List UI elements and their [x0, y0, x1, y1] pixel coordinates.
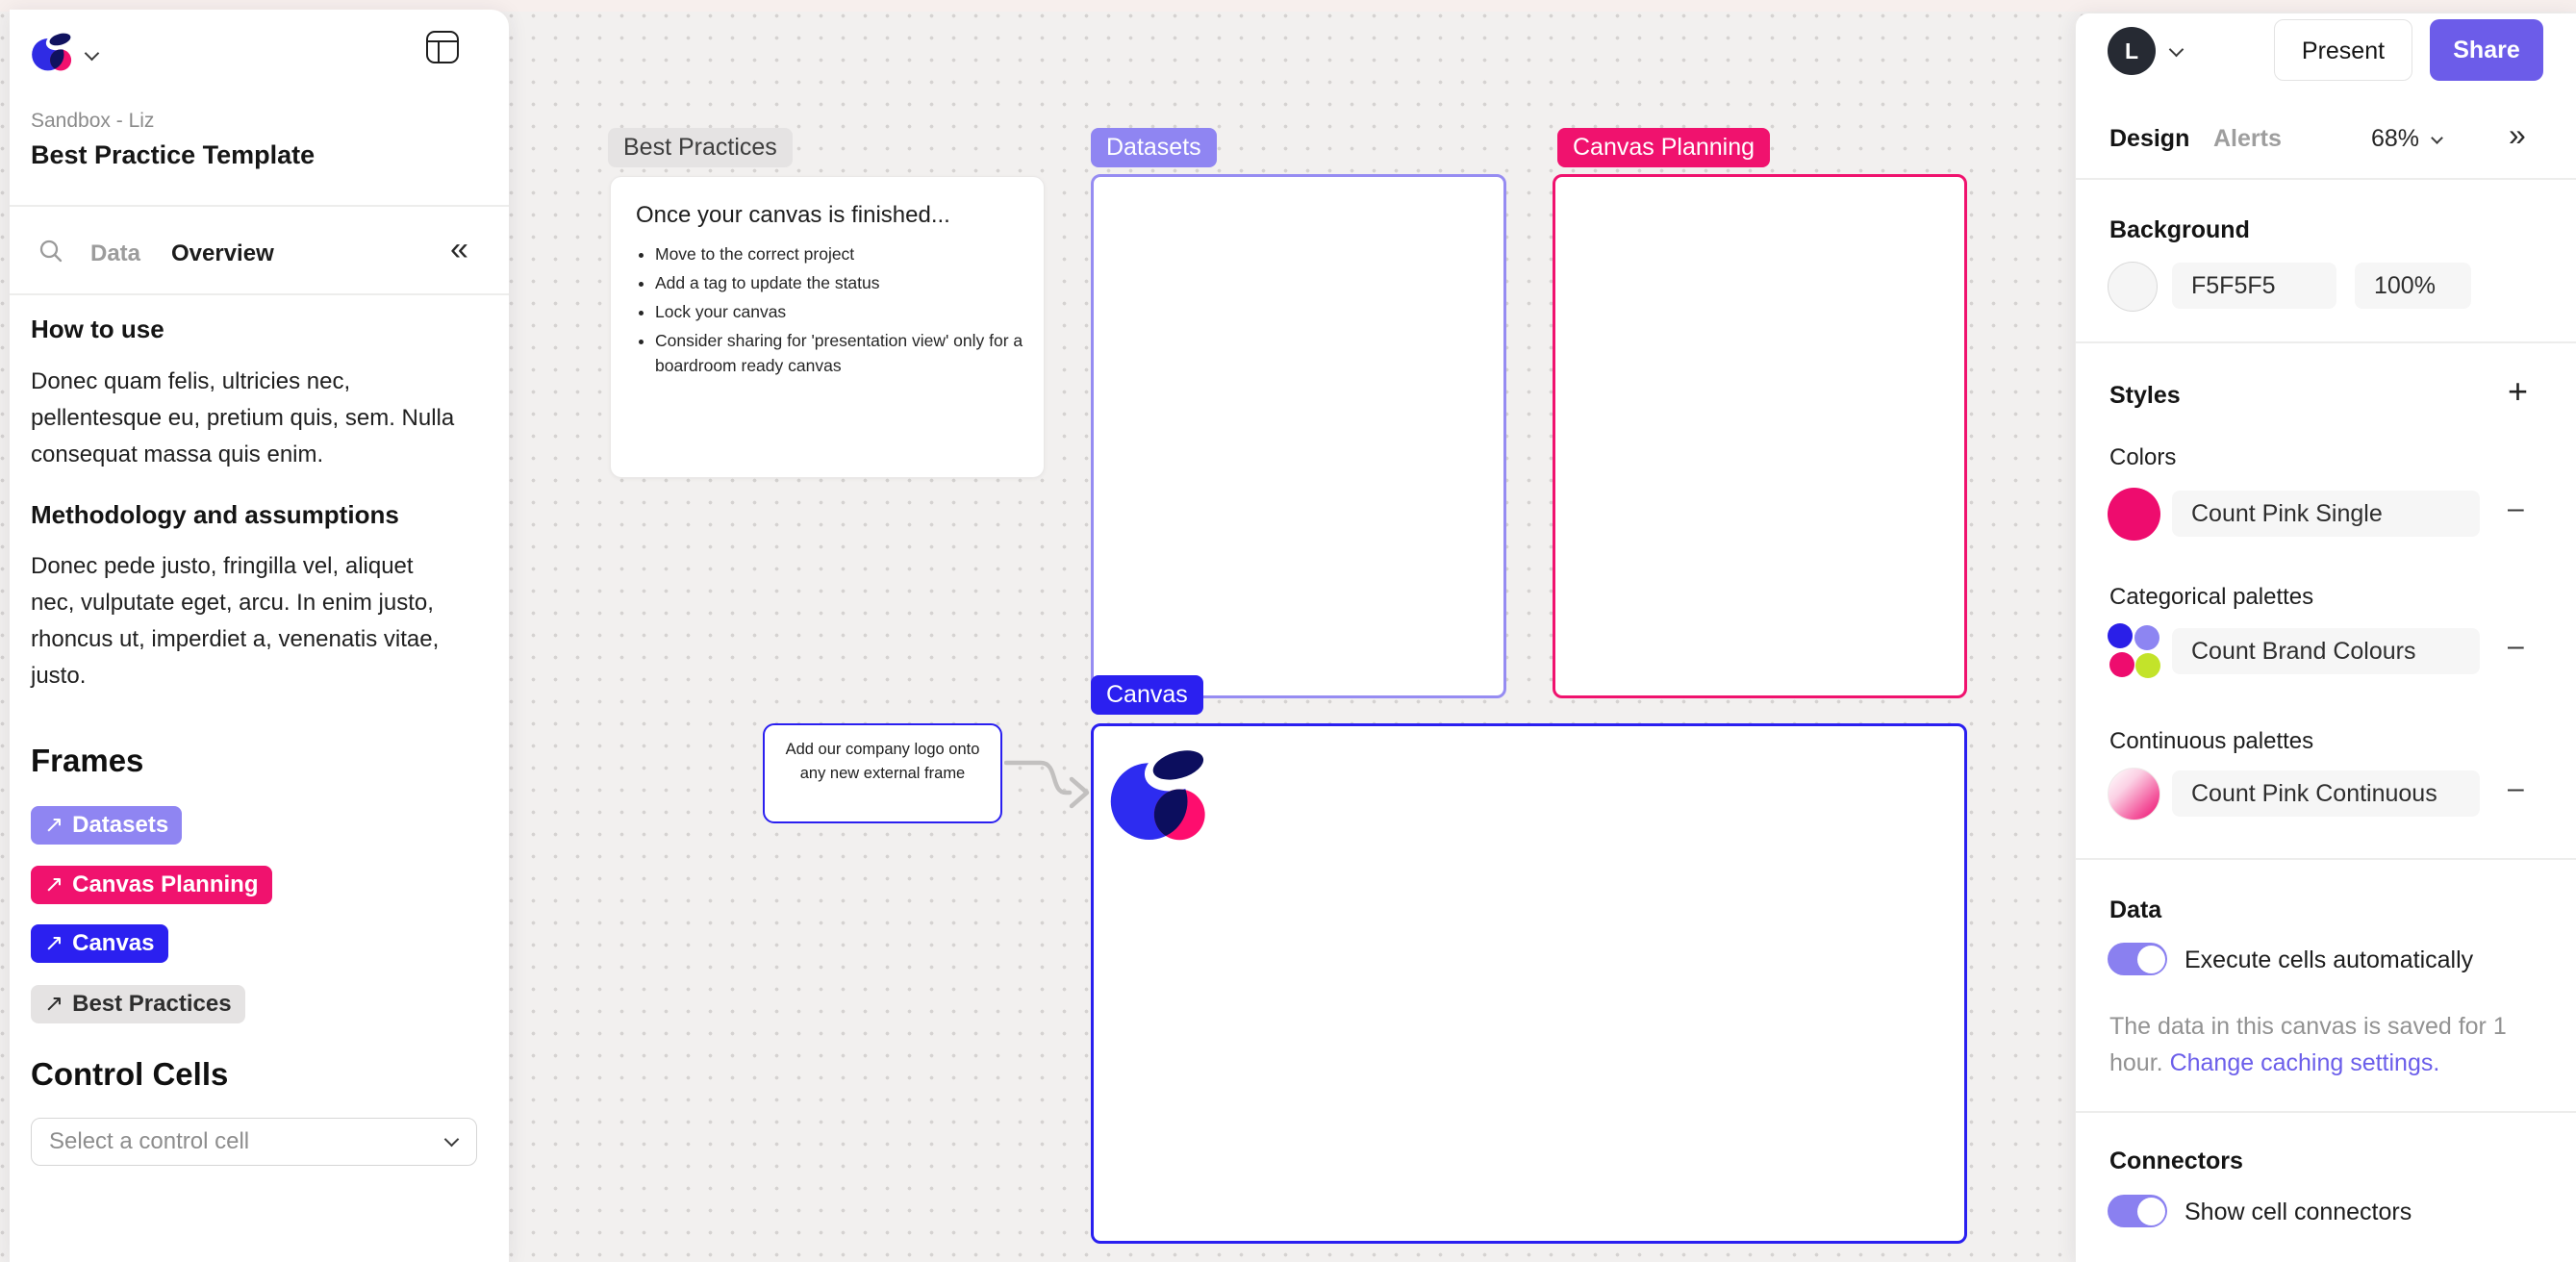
categorical-palette-swatch[interactable]	[2108, 623, 2161, 679]
chevron-down-icon	[2431, 132, 2443, 144]
card-bullet: Add a tag to update the status	[655, 270, 1024, 295]
frame-datasets[interactable]	[1091, 174, 1506, 698]
card-bullet-list: Move to the correct project Add a tag to…	[611, 241, 1024, 378]
control-cell-select[interactable]: Select a control cell	[31, 1118, 477, 1166]
change-caching-link[interactable]: Change caching settings.	[2169, 1049, 2440, 1076]
section-body: Donec pede justo, fringilla vel, aliquet…	[31, 553, 440, 689]
add-style-button[interactable]: +	[2508, 371, 2529, 411]
search-icon[interactable]	[38, 239, 63, 264]
styles-heading: Styles	[2109, 382, 2181, 409]
card-bullet: Lock your canvas	[655, 299, 1024, 324]
avatar[interactable]: L	[2108, 27, 2156, 75]
categorical-palettes-label: Categorical palettes	[2109, 584, 2314, 610]
card-bullet: Move to the correct project	[655, 241, 1024, 266]
frame-label-best-practices[interactable]: Best Practices	[608, 128, 793, 167]
execute-cells-toggle[interactable]	[2108, 943, 2167, 975]
data-heading: Data	[2109, 896, 2162, 923]
remove-palette-button[interactable]: –	[2508, 630, 2524, 662]
workspace-logo-menu[interactable]	[31, 31, 75, 75]
single-color-name-field[interactable]: Count Pink Single	[2172, 491, 2480, 537]
categorical-palette-name-field[interactable]: Count Brand Colours	[2172, 628, 2480, 674]
divider	[10, 293, 509, 295]
control-cell-placeholder: Select a control cell	[49, 1128, 250, 1154]
present-button[interactable]: Present	[2274, 19, 2412, 81]
single-color-swatch[interactable]	[2108, 488, 2160, 541]
frame-link-datasets[interactable]: ↗Datasets	[31, 806, 183, 845]
background-heading: Background	[2109, 216, 2250, 243]
colors-label: Colors	[2109, 444, 2177, 470]
external-link-icon: ↗	[44, 991, 64, 1017]
chevron-down-icon[interactable]	[84, 45, 100, 62]
remove-palette-button[interactable]: –	[2508, 772, 2524, 804]
control-cells-heading: Control Cells	[31, 1056, 229, 1092]
layout-panels-icon[interactable]	[426, 31, 459, 63]
card-heading: Once your canvas is finished...	[636, 202, 950, 228]
collapse-panel-icon[interactable]: »	[2509, 117, 2526, 152]
external-link-icon: ↗	[44, 930, 64, 956]
continuous-palettes-label: Continuous palettes	[2109, 728, 2314, 754]
frame-label-datasets[interactable]: Datasets	[1091, 128, 1217, 167]
background-hex-field[interactable]: F5F5F5	[2172, 263, 2336, 309]
divider	[10, 205, 509, 207]
canvas-title[interactable]: Best Practice Template	[31, 140, 316, 169]
external-link-icon: ↗	[44, 871, 64, 897]
best-practices-text-cell[interactable]: Once your canvas is finished... Move to …	[610, 176, 1045, 478]
section-body: Donec quam felis, ultricies nec, pellent…	[31, 368, 455, 467]
frame-canvas-planning[interactable]	[1553, 174, 1967, 698]
workspace-name[interactable]: Sandbox - Liz	[31, 110, 155, 132]
show-connectors-label: Show cell connectors	[2185, 1199, 2412, 1225]
zoom-level-control[interactable]: 68%	[2371, 125, 2443, 153]
connector-arrow	[1004, 760, 1090, 809]
tab-data[interactable]: Data	[90, 240, 141, 266]
external-link-icon: ↗	[44, 812, 64, 838]
right-panel: L Present Share Design Alerts 68% » Back…	[2075, 13, 2576, 1262]
caching-caption: The data in this canvas is saved for 1 h…	[2109, 1013, 2507, 1076]
left-sidebar: Sandbox - Liz Best Practice Template Dat…	[10, 10, 509, 1262]
section-heading-how-to-use: How to use	[31, 315, 164, 343]
frame-link-canvas-planning[interactable]: ↗Canvas Planning	[31, 866, 272, 904]
frame-link-canvas[interactable]: ↗Canvas	[31, 924, 168, 963]
show-connectors-toggle[interactable]	[2108, 1195, 2167, 1227]
frame-label-canvas[interactable]: Canvas	[1091, 675, 1203, 715]
chevron-down-icon[interactable]	[2168, 41, 2185, 58]
collapse-sidebar-icon[interactable]: «	[450, 231, 468, 267]
divider	[2076, 1111, 2576, 1113]
frames-heading: Frames	[31, 743, 144, 778]
divider	[2076, 341, 2576, 343]
card-bullet: Consider sharing for 'presentation view'…	[655, 328, 1024, 378]
note-cell[interactable]: Add our company logo onto any new extern…	[763, 723, 1002, 823]
tab-overview[interactable]: Overview	[171, 240, 274, 266]
continuous-palette-name-field[interactable]: Count Pink Continuous	[2172, 770, 2480, 817]
continuous-palette-swatch[interactable]	[2108, 768, 2160, 820]
connectors-heading: Connectors	[2109, 1148, 2243, 1174]
execute-cells-label: Execute cells automatically	[2185, 946, 2474, 973]
frame-link-best-practices[interactable]: ↗Best Practices	[31, 985, 245, 1023]
background-color-swatch[interactable]	[2108, 262, 2158, 312]
section-heading-methodology: Methodology and assumptions	[31, 500, 399, 529]
divider	[2076, 178, 2576, 180]
frame-label-canvas-planning[interactable]: Canvas Planning	[1557, 128, 1771, 167]
tab-design[interactable]: Design	[2109, 125, 2190, 152]
count-logo	[1110, 745, 1212, 841]
chevron-down-icon	[443, 1131, 460, 1148]
background-opacity-field[interactable]: 100%	[2355, 263, 2471, 309]
divider	[2076, 858, 2576, 860]
zoom-level-value: 68%	[2371, 125, 2420, 152]
remove-color-button[interactable]: –	[2508, 492, 2524, 524]
frame-canvas[interactable]	[1091, 723, 1967, 1244]
share-button[interactable]: Share	[2430, 19, 2543, 81]
tab-alerts[interactable]: Alerts	[2213, 125, 2282, 152]
